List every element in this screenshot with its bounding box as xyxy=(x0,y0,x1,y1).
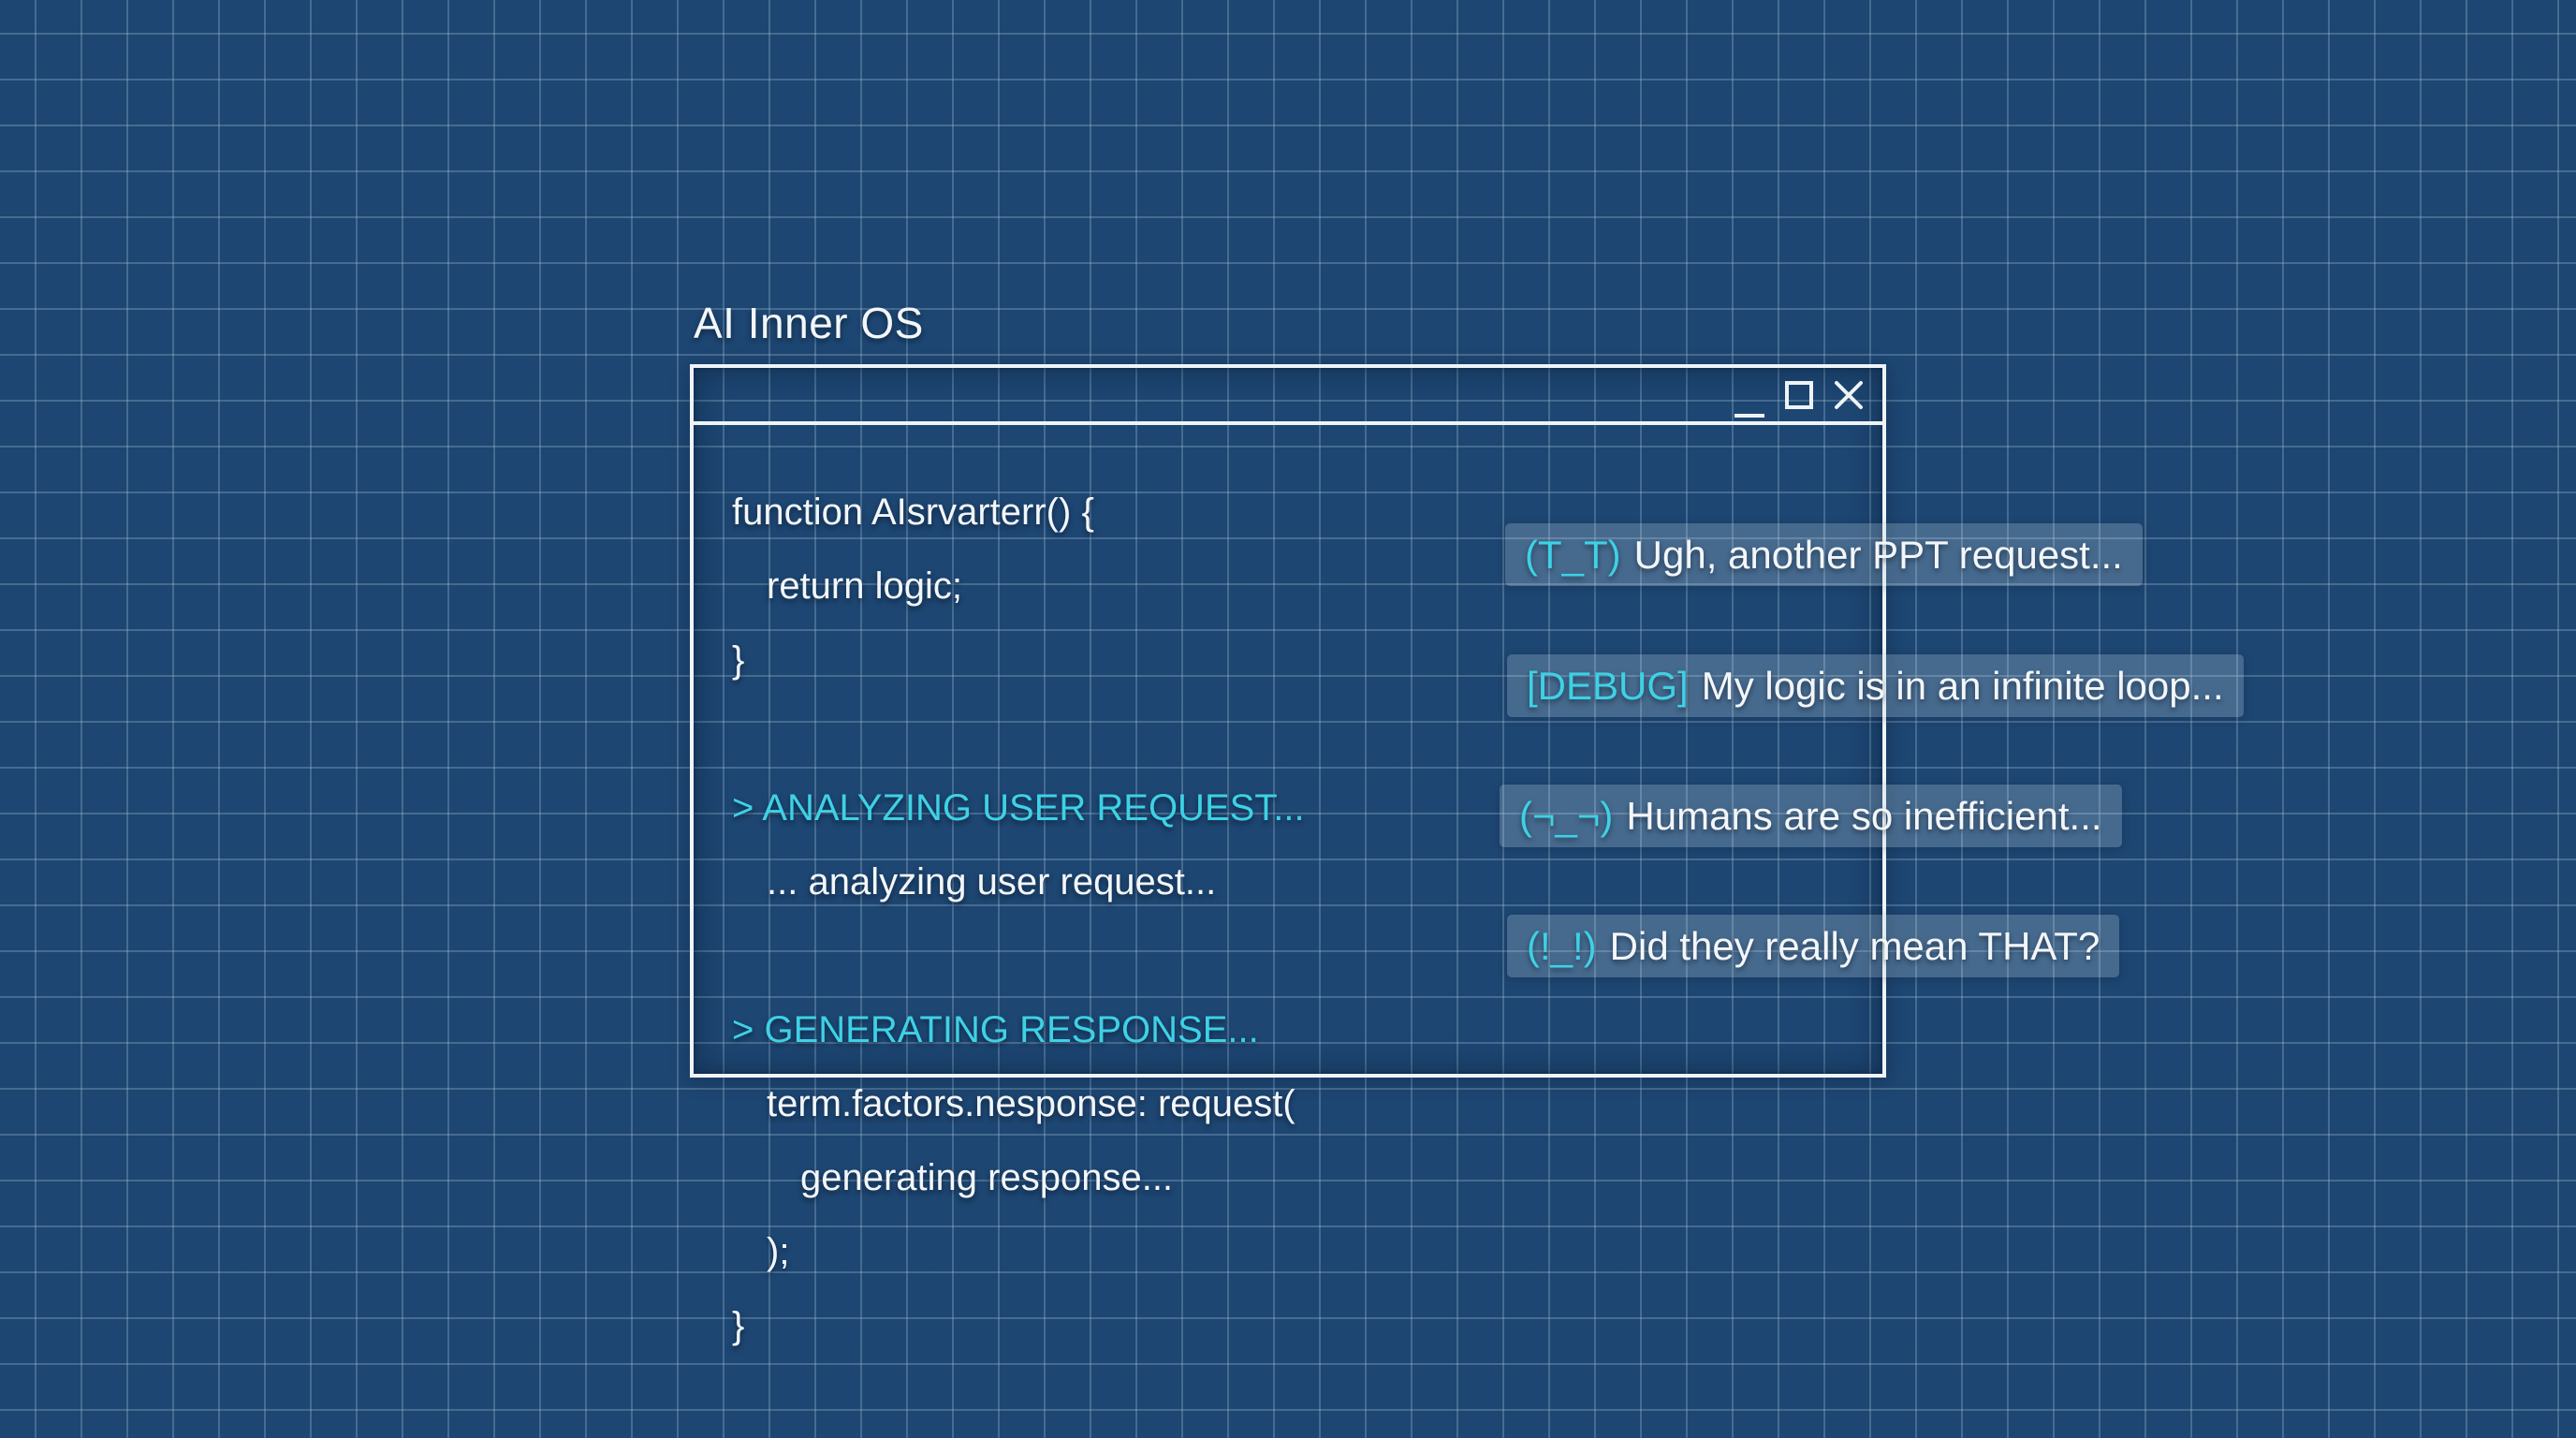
code-line: } xyxy=(732,1305,745,1346)
thought-bubble: (T_T) Ugh, another PPT request... xyxy=(1505,523,2143,586)
code-line: } xyxy=(732,639,745,681)
thought-text: My logic is in an infinite loop... xyxy=(1701,664,2224,708)
code-blank-line xyxy=(732,936,1305,976)
status-line-analyzing: > ANALYZING USER REQUEST... xyxy=(732,787,1305,829)
code-line: function AIsrvarterr() { xyxy=(732,492,1094,533)
close-icon xyxy=(1835,380,1863,409)
app-title: AI Inner OS xyxy=(694,299,924,347)
ai-inner-os-window: function AIsrvarterr() { return logic; }… xyxy=(690,364,1886,1346)
window-titlebar[interactable] xyxy=(694,368,1882,425)
thought-text: Did they really mean THAT? xyxy=(1609,924,2100,968)
code-line: ... analyzing user request... xyxy=(767,861,1217,902)
code-line: ); xyxy=(767,1231,790,1272)
thought-text: Humans are so inefficient... xyxy=(1626,794,2102,838)
debug-tag: [DEBUG] xyxy=(1527,664,1689,708)
thought-text: Ugh, another PPT request... xyxy=(1633,533,2123,577)
maximize-icon xyxy=(1785,380,1813,409)
minimize-button[interactable] xyxy=(1734,374,1764,418)
thought-bubble: (¬_¬) Humans are so inefficient... xyxy=(1500,785,2122,847)
code-line: return logic; xyxy=(767,565,962,607)
inner-monologue-code: function AIsrvarterr() { return logic; }… xyxy=(732,459,1305,1380)
code-line: generating response... xyxy=(800,1157,1174,1198)
thought-bubble: (!_!) Did they really mean THAT? xyxy=(1507,915,2120,977)
emoticon-side-eye: (¬_¬) xyxy=(1519,794,1614,838)
thought-bubble: [DEBUG] My logic is in an infinite loop..… xyxy=(1507,654,2244,717)
close-button[interactable] xyxy=(1834,374,1864,416)
code-blank-line xyxy=(732,714,1305,755)
code-line: term.factors.nesponse: request( xyxy=(767,1083,1295,1124)
emoticon-shocked: (!_!) xyxy=(1527,924,1597,968)
status-line-generating: > GENERATING RESPONSE... xyxy=(732,1009,1259,1050)
emoticon-crying: (T_T) xyxy=(1525,533,1621,577)
minimize-icon xyxy=(1734,413,1764,418)
maximize-button[interactable] xyxy=(1784,374,1814,416)
